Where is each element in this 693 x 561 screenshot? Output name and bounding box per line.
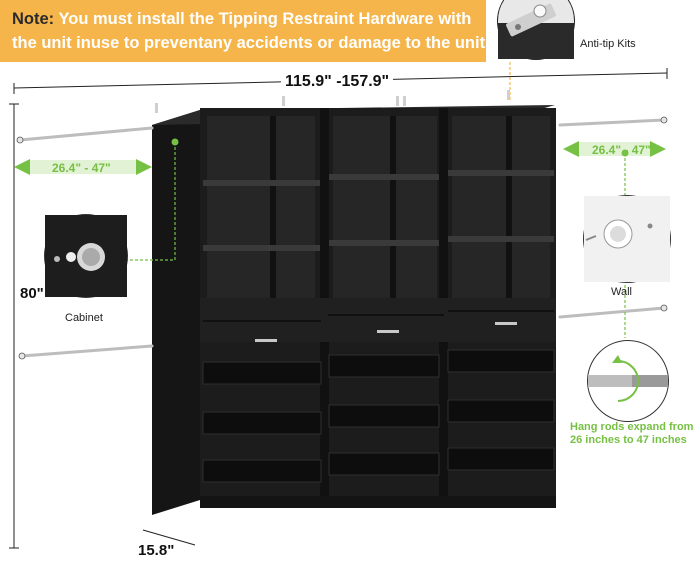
right-rod-arrow [563,141,666,157]
note-line-2: the unit inuse to preventany accidents o… [12,34,486,52]
cabinet-guide-line [124,142,176,261]
depth-dimension: 15.8" [138,542,175,559]
installation-note-banner: Note: You must install the Tipping Restr… [0,0,486,62]
cabinet-bracket-icon [45,215,127,297]
cabinet-detail-inset [44,214,128,298]
width-dimension: 115.9" -157.9" [281,73,394,91]
wall-mount-icon [584,196,670,282]
hang-rods-text-2: 26 inches to 47 inches [570,434,687,446]
note-line-1: Note: You must install the Tipping Restr… [12,10,471,29]
cabinet-label: Cabinet [65,312,103,324]
wall-detail-inset [583,195,671,283]
note-line-1-text: You must install the Tipping Restraint H… [54,10,472,28]
rod-expansion-inset [587,340,669,422]
drawer-handles [255,322,517,342]
hanging-rods [18,118,666,358]
left-rod-range: 26.4" - 47" [52,161,111,175]
left-rod-arrow [14,159,152,175]
hang-rods-text-1: Hang rods expand from [570,421,693,433]
anti-tip-kits-label: Anti-tip Kits [580,38,636,50]
anti-tip-bracket-icon [498,3,574,59]
right-rod-range: 26.4" - 47" [592,143,651,157]
depth-dimension-line [142,529,196,546]
rotate-rod-icon [588,355,668,402]
height-dimension: 80" [20,285,44,302]
note-prefix: Note: [12,10,55,28]
cabinet-side [152,110,200,515]
wall-label: Wall [611,286,632,298]
